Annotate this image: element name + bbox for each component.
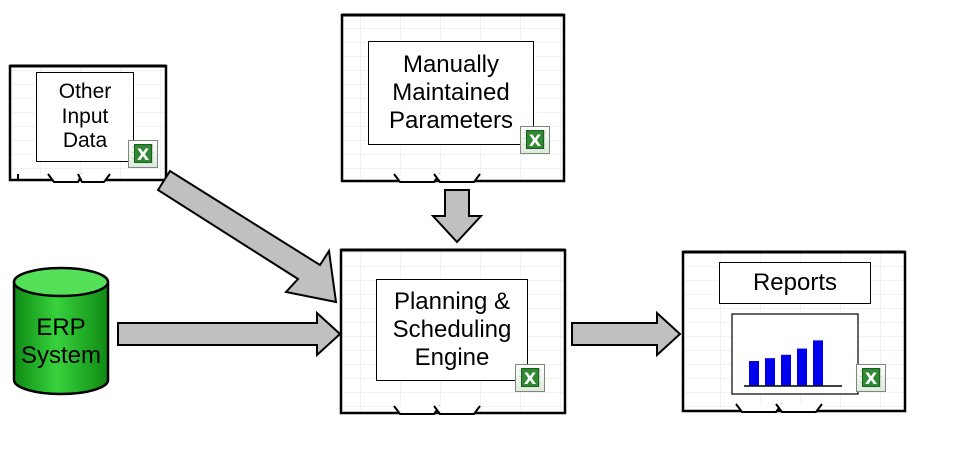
excel-icon: X	[520, 126, 550, 154]
label-line: Data	[62, 129, 108, 153]
manual-parameters-label: Manually Maintained Parameters	[368, 41, 534, 145]
label-line: System	[20, 342, 101, 369]
database-cylinder-icon	[12, 266, 110, 396]
engine-label: Planning & Scheduling Engine	[376, 279, 528, 381]
report-bar	[781, 354, 791, 386]
report-bar	[797, 348, 807, 386]
excel-icon: X	[515, 364, 545, 392]
report-bar	[765, 358, 775, 386]
report-bar	[813, 340, 823, 386]
reports-title: Reports	[719, 262, 871, 304]
sheet-tabs	[393, 173, 481, 183]
arrow-engine-to-reports	[571, 310, 682, 358]
other-input-data-label: Other Input Data	[36, 72, 134, 162]
label-line: Input	[61, 104, 109, 128]
erp-system-label: ERP System	[14, 310, 108, 374]
arrow-erp-to-engine	[117, 310, 342, 358]
sheet-tabs	[47, 173, 111, 183]
label-line: Engine	[414, 344, 490, 372]
report-bar	[749, 361, 759, 386]
excel-icon: X	[856, 364, 886, 392]
label-line: Planning &	[393, 287, 511, 315]
label-line: ERP	[36, 313, 86, 341]
label-line: Scheduling	[392, 315, 512, 343]
label-line: Parameters	[388, 107, 514, 135]
label-line: Maintained	[392, 78, 510, 106]
arrow-parameters-to-engine	[430, 189, 484, 244]
label-line: Other	[58, 79, 112, 103]
excel-icon: X	[128, 140, 158, 168]
label-line: Manually	[402, 50, 500, 78]
reports-title-text: Reports	[752, 268, 838, 296]
sheet-tabs	[393, 405, 481, 415]
arrow-other-input-to-engine	[156, 169, 338, 304]
bar-chart-icon	[749, 340, 823, 386]
sheet-tabs	[735, 403, 823, 413]
